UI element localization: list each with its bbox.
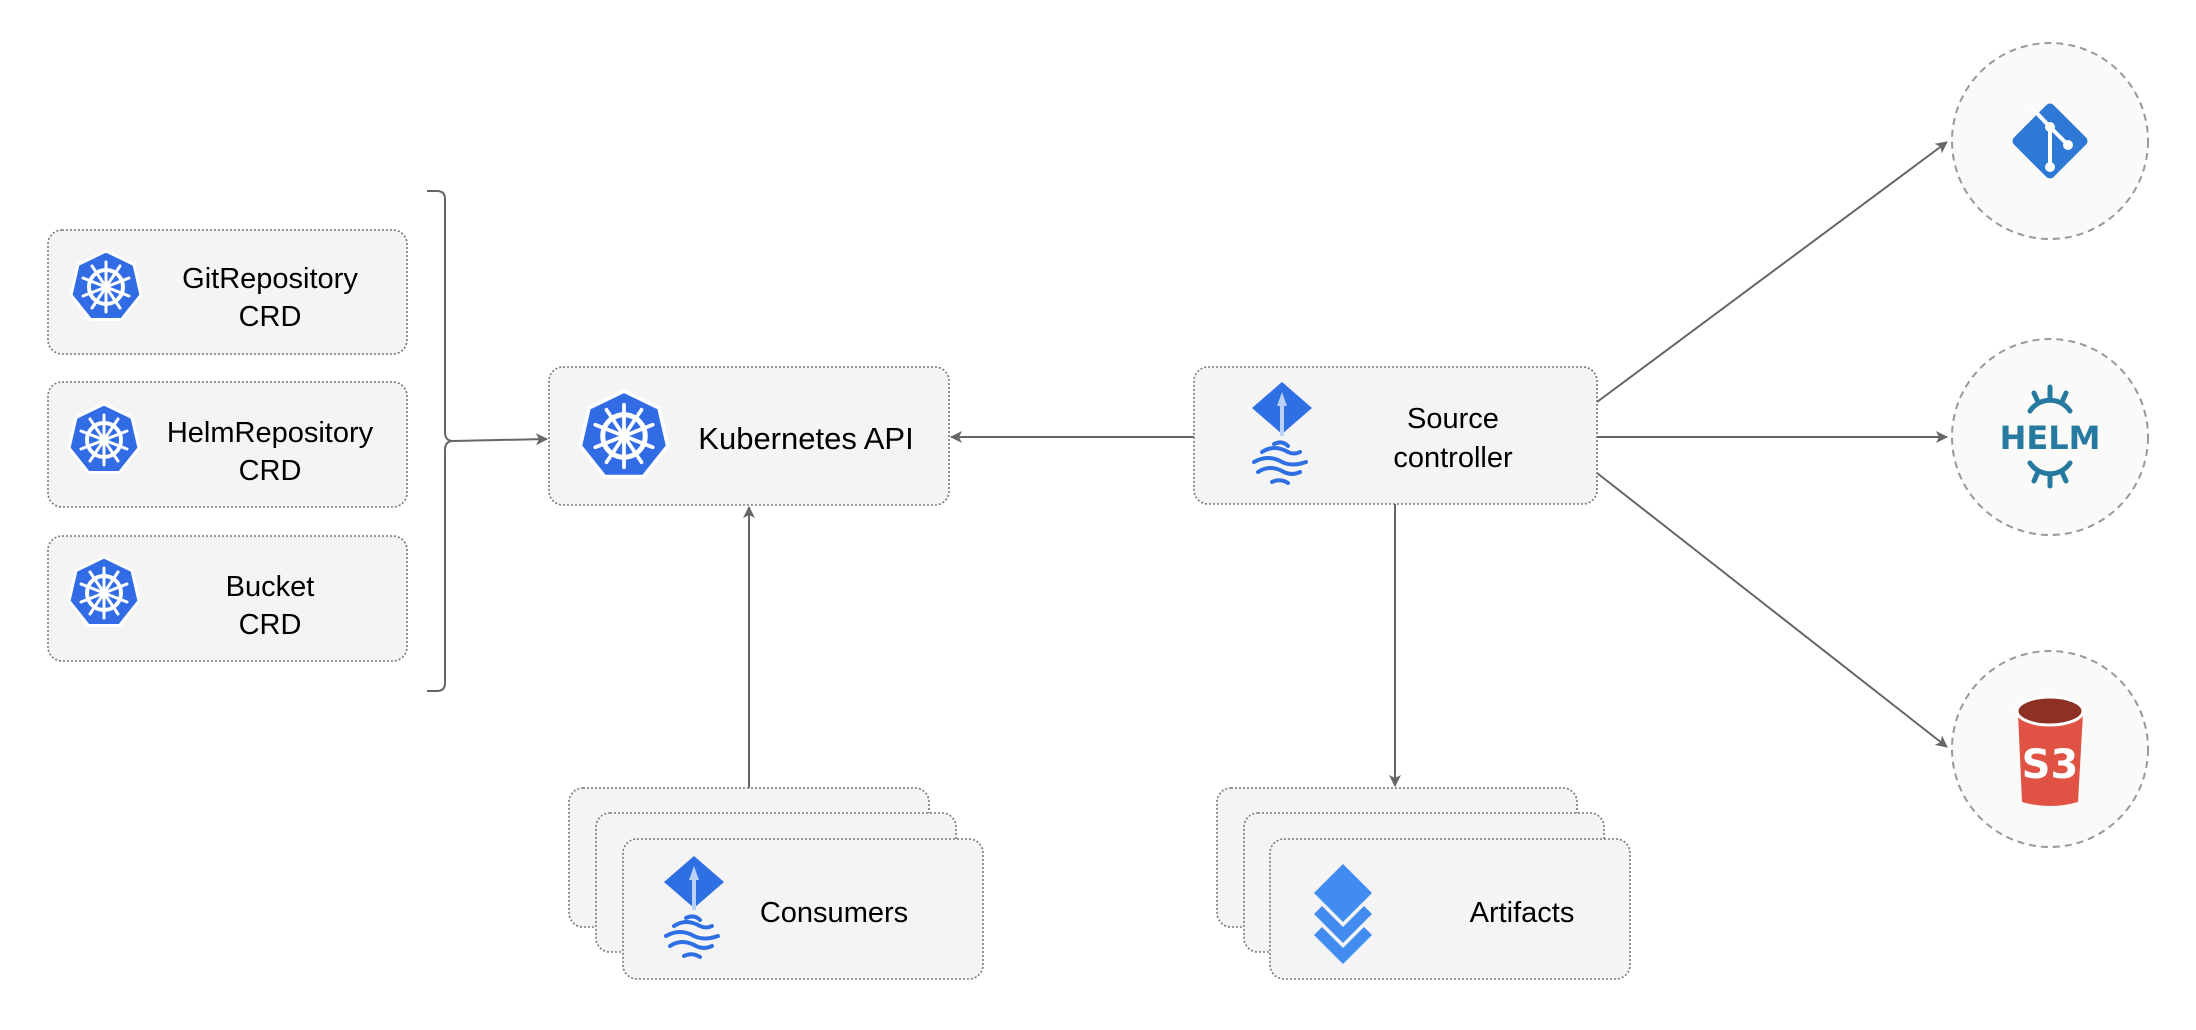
kubernetes-icon [67,555,141,628]
consumers-node[interactable]: Consumers [568,787,984,980]
node-label: controller [1393,442,1513,474]
node-label: GitRepository [182,263,358,295]
node-label: HelmRepository [167,417,374,449]
helm-icon [2027,384,2073,489]
node-label: Source [1407,403,1499,435]
kubernetes-icon [67,402,141,475]
layers-icon [1314,864,1372,964]
node-label: CRD [239,455,302,487]
s3-bucket-icon [2015,695,2085,806]
kubernetes-icon [580,391,668,477]
git-icon [2012,103,2088,179]
edge-crds-to-kubernetes-api [452,433,548,446]
s3-node[interactable]: S3 [1951,650,2149,848]
crd-brace [427,190,454,692]
kubernetes-api-node[interactable]: Kubernetes API [548,366,950,506]
node-label: Consumers [760,897,908,929]
node-label: CRD [239,609,302,641]
source-controller-node[interactable]: Source controller [1193,366,1598,505]
kubernetes-icon [69,249,143,322]
helm-node[interactable]: HELM [1951,338,2149,536]
s3-logo-text: S3 [2022,742,2079,788]
artifacts-node[interactable]: Artifacts [1216,787,1631,980]
edge-source-controller-to-s3 [1596,472,1948,748]
helm-logo-text: HELM [2000,419,2101,457]
bucket-crd-node[interactable]: Bucket CRD [47,535,408,662]
node-label: CRD [239,301,302,333]
helm-repository-crd-node[interactable]: HelmRepository CRD [47,381,408,508]
git-node[interactable] [1951,42,2149,240]
node-label: Bucket [226,571,315,603]
edge-source-controller-to-git [1596,141,1948,403]
node-label: Artifacts [1470,897,1575,929]
git-repository-crd-node[interactable]: GitRepository CRD [47,229,408,355]
node-label: Kubernetes API [698,421,913,456]
